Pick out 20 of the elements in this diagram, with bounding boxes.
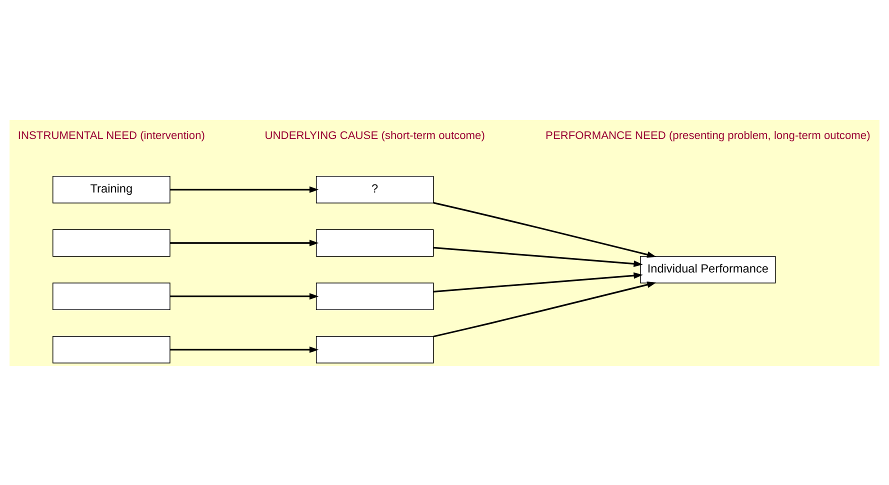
node-box: ? [316, 175, 434, 203]
arrow [433, 281, 656, 337]
label: INSTRUMENTAL NEED (intervention) [18, 129, 205, 142]
node-box [52, 336, 170, 363]
node-box [52, 282, 170, 310]
arrow [433, 202, 656, 258]
arrow [433, 272, 643, 292]
node-box: Training [52, 175, 170, 203]
arrow [170, 346, 319, 352]
arrow [433, 246, 643, 266]
node-box [316, 228, 434, 256]
arrow [170, 186, 319, 192]
label: UNDERLYING CAUSE (short-term outcome) [264, 129, 485, 142]
node-box [316, 336, 434, 363]
node-box: Individual Performance [640, 255, 776, 283]
label: PERFORMANCE NEED (presenting problem, long-term outcome) [546, 129, 870, 142]
node-box [316, 282, 434, 310]
arrow [170, 239, 319, 246]
node-box [52, 228, 170, 256]
arrow [170, 292, 319, 300]
